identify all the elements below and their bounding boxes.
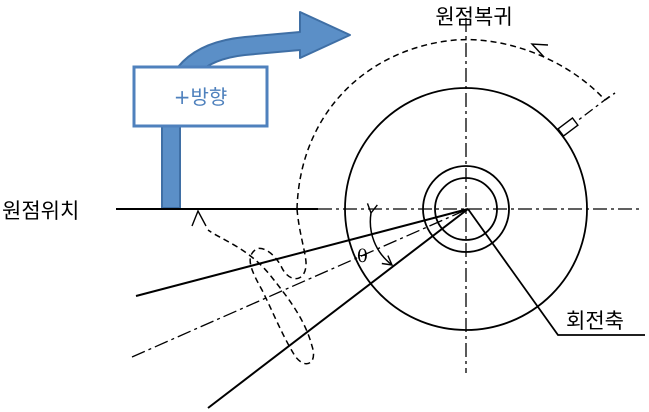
upper-angle-line	[135, 208, 469, 297]
plus-direction-box	[132, 65, 269, 128]
plus-direction-label: +방향	[174, 85, 228, 109]
origin-return-arrow-head	[530, 43, 549, 58]
middle-angle-line	[131, 208, 469, 358]
angle-arc	[366, 203, 394, 266]
lower-return-arrow-head	[191, 209, 207, 227]
angle-label: θ	[357, 246, 368, 267]
hub-inner-circle	[434, 177, 498, 241]
origin-return-path	[296, 38, 606, 210]
disc-marker	[557, 117, 579, 137]
hub-outer-circle	[422, 165, 510, 253]
lower-angle-line	[207, 208, 469, 409]
rotation-axis-label: 회전축	[566, 309, 624, 333]
rotation-axis-leader	[467, 208, 645, 336]
lower-return-loop	[207, 208, 315, 365]
origin-return-label: 원점복귀	[435, 5, 512, 29]
origin-position-label: 원점위치	[2, 199, 79, 223]
rotary-disc	[344, 87, 588, 331]
